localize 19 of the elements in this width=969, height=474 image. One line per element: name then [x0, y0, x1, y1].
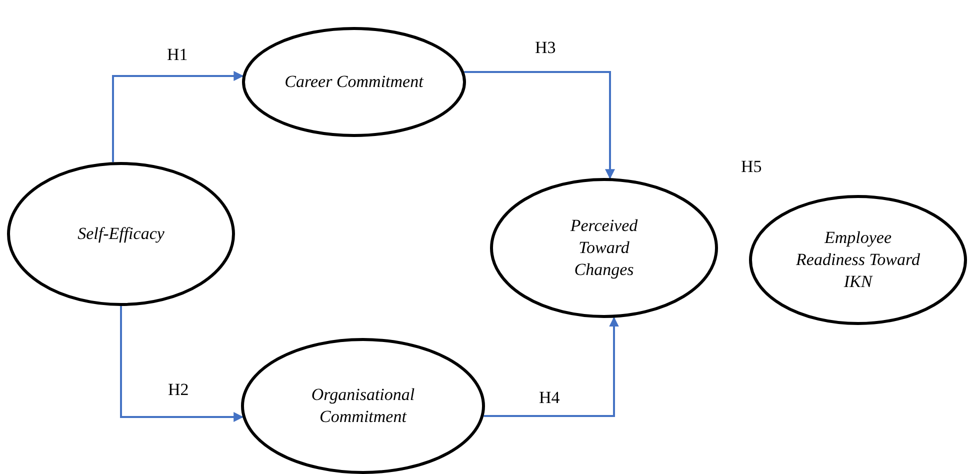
- edge-label: H4: [539, 388, 560, 408]
- arrow: [484, 316, 619, 417]
- arrow: [464, 71, 615, 180]
- node-label: Career Commitment: [284, 70, 425, 93]
- arrow: [120, 306, 244, 422]
- arrow: [112, 71, 244, 162]
- edge-label: H2: [168, 380, 189, 400]
- node-label: Self-Efficacy: [76, 222, 166, 245]
- node-label: Organisational Commitment: [310, 384, 416, 428]
- ellipse-node: [242, 27, 466, 137]
- ellipse-node: [7, 162, 235, 306]
- node-label: Perceived Toward Changes: [569, 214, 639, 282]
- edge-label: H3: [535, 38, 556, 58]
- node-label: Employee Readiness Toward IKN: [795, 226, 921, 294]
- hypothesis-label: H5: [741, 157, 762, 177]
- ellipse-node: [490, 178, 718, 318]
- ellipse-node: [241, 338, 485, 474]
- edge-label: H1: [167, 45, 188, 65]
- ellipse-node: [749, 195, 967, 325]
